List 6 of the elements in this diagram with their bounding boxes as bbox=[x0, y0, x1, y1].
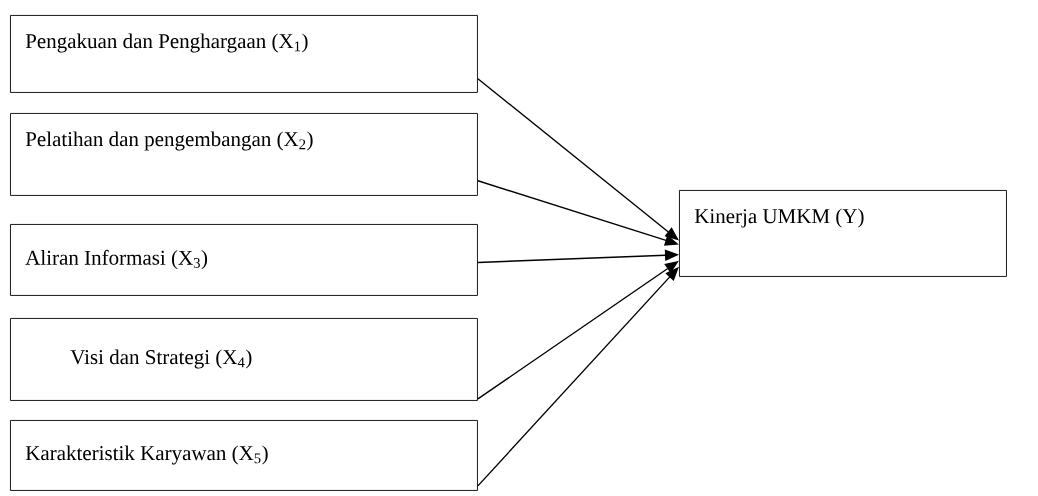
text-box: Kinerja UMKM (Y) bbox=[679, 190, 1007, 277]
text-box: Aliran Informasi (X$_{3}$) bbox=[10, 224, 478, 296]
text-box: Karakteristik Karyawan (X$_{5}$) bbox=[10, 420, 478, 491]
text-box: Visi dan Strategi (X$_{4}$) bbox=[10, 318, 478, 401]
text-box: Pengakuan dan Penghargaan (X$_{1}$) bbox=[10, 15, 478, 93]
text-box: Pelatihan dan pengembangan (X$_{2}$) bbox=[10, 113, 478, 196]
